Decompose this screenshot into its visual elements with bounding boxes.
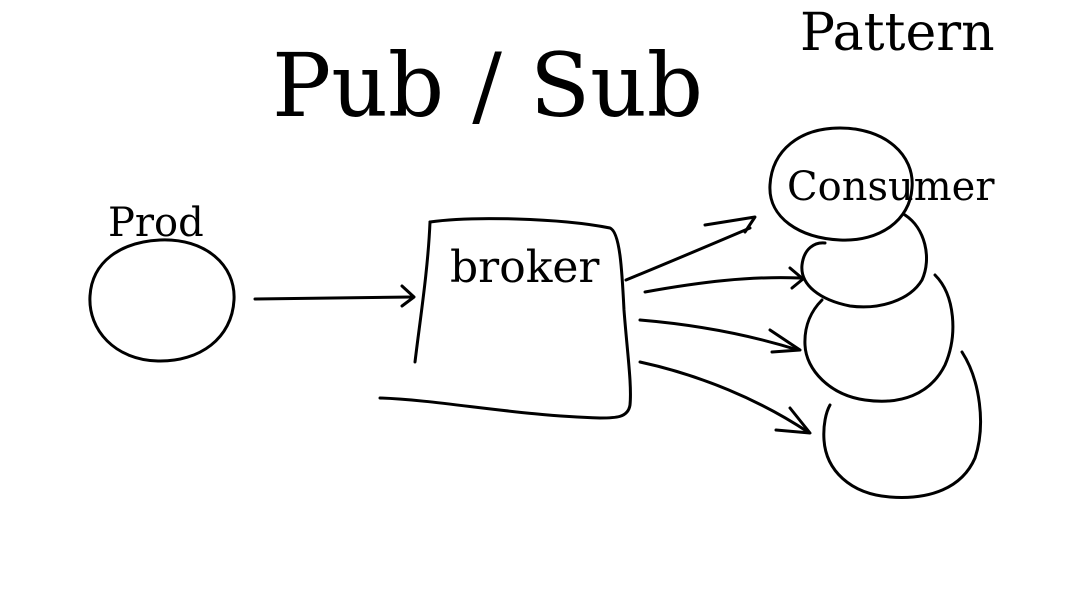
consumer-circle-3 <box>803 273 955 403</box>
diagram-title: Pub / Sub <box>272 34 703 137</box>
consumer-circle-1 <box>768 126 914 242</box>
diagram-subtitle: Pattern <box>800 3 995 63</box>
consumer-label-1: Consumer <box>787 164 995 210</box>
broker-to-consumer-arrow-2 <box>643 266 805 294</box>
producer-label: Prod <box>108 200 204 246</box>
consumer-node-3 <box>803 273 955 403</box>
consumer-circle-4 <box>822 350 982 499</box>
consumer-circle-2 <box>800 213 928 309</box>
producer-circle <box>88 238 236 363</box>
broker-to-consumer-arrow-1 <box>624 215 757 282</box>
broker-node: broker <box>378 217 632 420</box>
producer-node: Prod <box>88 200 236 363</box>
consumer-node-1: Consumer <box>768 126 995 242</box>
consumer-node-2 <box>800 213 928 309</box>
broker-box <box>378 217 632 420</box>
broker-to-consumer-arrow-3 <box>638 318 802 354</box>
consumer-node-4 <box>822 350 982 499</box>
broker-to-consumer-arrow-4 <box>638 360 812 435</box>
producer-to-broker-arrow <box>253 284 416 308</box>
broker-label: broker <box>450 242 600 293</box>
